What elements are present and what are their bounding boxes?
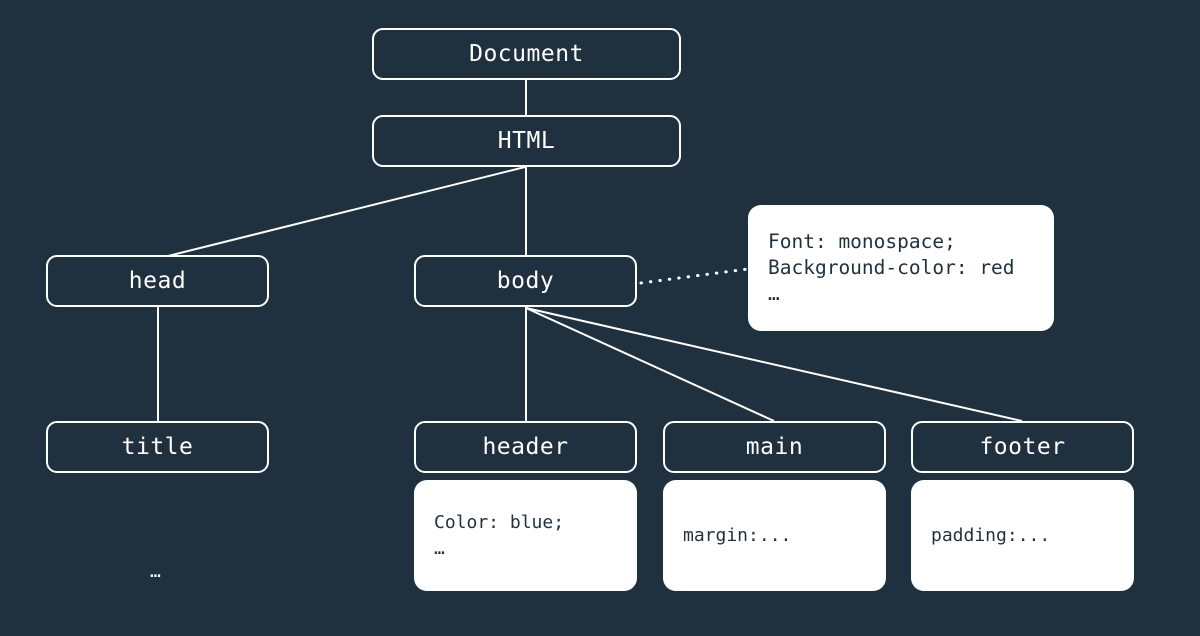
callout-body-line-2: Background-color: red bbox=[768, 256, 1015, 279]
callout-body-line-3: … bbox=[768, 282, 780, 305]
node-main[interactable]: main bbox=[663, 421, 886, 473]
node-body-label: body bbox=[496, 268, 555, 294]
callout-body-styles: Font: monospace; Background-color: red … bbox=[748, 205, 1054, 331]
edge-body-main bbox=[525, 307, 775, 422]
node-html[interactable]: HTML bbox=[372, 115, 681, 167]
node-document-label: Document bbox=[469, 41, 584, 67]
node-body[interactable]: body bbox=[414, 255, 637, 307]
edge-body-callout-dotted bbox=[639, 267, 750, 285]
callout-header-styles: Color: blue; … bbox=[414, 480, 637, 591]
callout-main-styles: margin:... bbox=[663, 480, 886, 591]
callout-footer-styles: padding:... bbox=[911, 480, 1134, 591]
node-document[interactable]: Document bbox=[372, 28, 681, 80]
title-ellipsis-mark: … bbox=[150, 561, 161, 582]
callout-footer-line-1: padding:... bbox=[931, 524, 1051, 546]
node-head[interactable]: head bbox=[46, 255, 269, 307]
callout-main-line-1: margin:... bbox=[683, 524, 792, 546]
node-header-label: header bbox=[482, 434, 569, 460]
node-title-label: title bbox=[121, 434, 194, 460]
node-header[interactable]: header bbox=[414, 421, 637, 473]
node-main-label: main bbox=[745, 434, 804, 460]
edge-html-head bbox=[167, 166, 526, 257]
callout-body-line-1: Font: monospace; bbox=[768, 230, 956, 253]
node-title[interactable]: title bbox=[46, 421, 269, 473]
node-footer-label: footer bbox=[979, 434, 1066, 460]
node-html-label: HTML bbox=[497, 128, 556, 154]
callout-header-line-2: … bbox=[434, 538, 445, 559]
callout-header-line-1: Color: blue; bbox=[434, 512, 565, 533]
node-footer[interactable]: footer bbox=[911, 421, 1134, 473]
node-head-label: head bbox=[128, 268, 187, 294]
